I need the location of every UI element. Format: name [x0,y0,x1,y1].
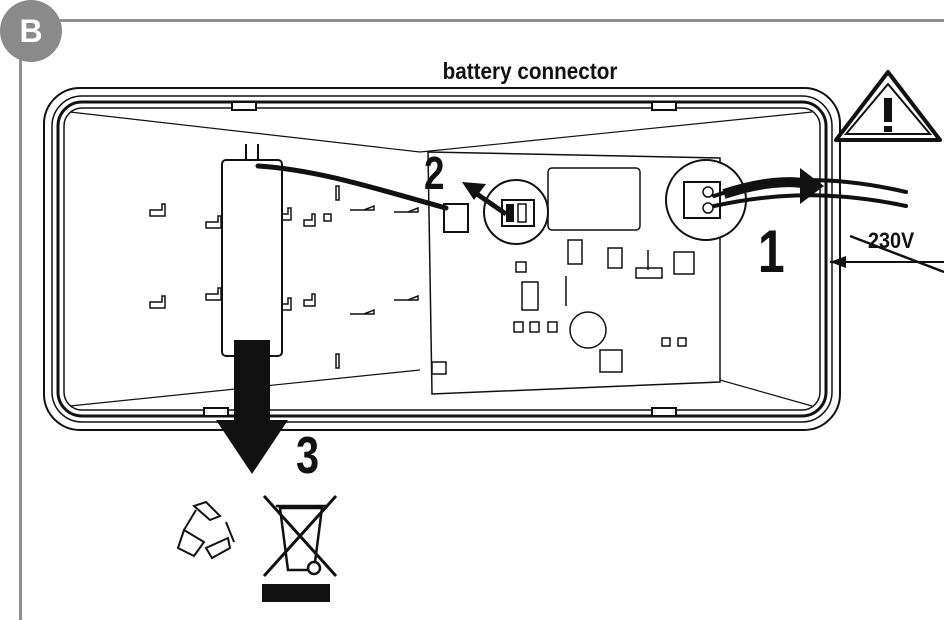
voltage-label: 230V [868,228,915,253]
frame-left-rule [19,40,22,620]
step-2-number: 2 [424,147,445,199]
diagram-title: battery connector [442,58,618,84]
step-1-number: 1 [758,218,785,285]
warning-triangle-icon [834,70,942,142]
step-1-arrow [722,168,824,204]
mains-terminal-detail [665,159,747,241]
step-3-number: 3 [296,427,320,485]
battery-connector-detail [443,179,549,245]
step-2-arrow [462,182,508,217]
crossed-out-wheelie-bin-icon [262,494,338,578]
separate-collection-bar [262,584,330,602]
battery-wire [255,163,449,211]
frame-top-rule [40,19,944,22]
housing [43,87,841,431]
section-badge: B [0,0,62,62]
battery [221,144,283,357]
voltage-arrow [830,234,944,274]
recycle-icon [176,500,235,560]
tray-clips [149,185,419,369]
step-3-arrow [216,340,288,474]
